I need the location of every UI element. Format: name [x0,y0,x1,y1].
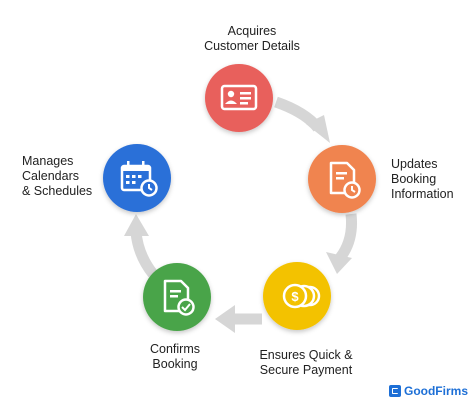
step-manage-line-1: Manages [22,154,74,168]
arrow-confirm-to-manage [130,231,158,278]
brand-name: GoodFirms [403,384,468,398]
document-clock-icon [329,161,361,199]
arrowhead-acquire-to-update [306,115,330,143]
document-check-icon [163,279,195,316]
step-payment-line-2: Secure Payment [259,363,353,377]
arrow-update-to-payment [335,213,357,262]
svg-text:$: $ [291,289,299,304]
id-card-icon [220,84,258,111]
coins-icon: $ [282,283,321,309]
step-update-line-1: Updates [391,157,438,171]
arrowhead-payment-to-confirm [215,305,235,333]
step-acquire-line-2: Customer Details [204,39,300,53]
step-payment: $ [263,262,331,330]
step-acquire [205,64,273,132]
arrowhead-confirm-to-manage [124,214,149,236]
step-acquire-line-1: Acquires [227,24,277,38]
brand-watermark: GoodFirms [388,384,468,398]
brand-logo-icon [388,385,401,397]
step-manage-circle [103,144,171,212]
step-update [308,145,376,213]
step-confirm-label: Confirms Booking [135,342,215,372]
arrowhead-update-to-payment [326,252,352,274]
step-payment-line-1: Ensures Quick & [259,348,353,362]
calendar-clock-icon [120,161,158,197]
step-acquire-circle [205,64,273,132]
step-manage-line-2: Calendars [22,169,79,183]
cycle-arrows [124,96,357,333]
step-manage-line-3: & Schedules [22,184,93,198]
step-manage-label: Manages Calendars & Schedules [22,154,92,199]
step-confirm-line-2: Booking [152,357,198,371]
step-acquire-label: Acquires Customer Details [187,24,317,54]
step-update-line-3: Information [391,187,454,201]
step-confirm-line-1: Confirms [149,342,200,356]
step-confirm [143,263,211,331]
step-update-line-2: Booking [391,172,437,186]
step-update-label: Updates Booking Information [391,157,454,202]
step-manage [103,144,171,212]
step-payment-label: Ensures Quick & Secure Payment [256,348,356,378]
